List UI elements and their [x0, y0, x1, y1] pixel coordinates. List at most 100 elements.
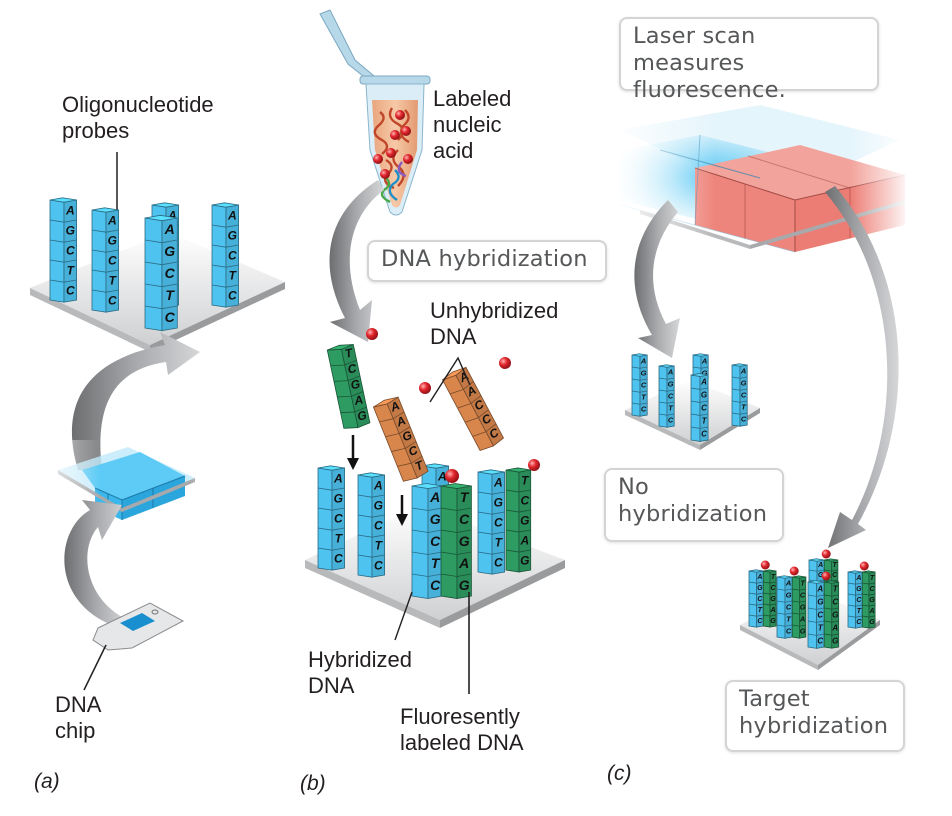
nucleotide-base: T — [702, 416, 708, 425]
probe-columns-target-hybridization: AGCTCTCGAGAGCTCTCGAGAGCTCTCGAGAGCTCTCGAG… — [748, 549, 876, 649]
nucleotide-base: A — [700, 377, 707, 386]
nucleotide-base: C — [374, 518, 383, 532]
nucleotide-base: T — [344, 345, 356, 361]
nucleotide-base: T — [870, 575, 875, 582]
nucleotide-base: A — [333, 471, 343, 485]
nucleotide-base: A — [799, 615, 805, 624]
nucleotide-base: C — [228, 248, 237, 262]
nucleotide-base: C — [741, 391, 747, 400]
nucleotide-base: C — [817, 636, 823, 645]
fluorescent-label-dot — [789, 566, 799, 576]
nucleotide-base: T — [786, 615, 792, 624]
fluorescent-label-dot — [821, 571, 831, 581]
nucleotide-base: G — [356, 408, 368, 424]
nucleotide-base: C — [459, 511, 470, 527]
nucleotide-base: T — [833, 584, 839, 593]
nucleotide-base: C — [741, 415, 747, 424]
nucleotide-base: A — [831, 623, 838, 632]
nucleotide-base: G — [800, 603, 806, 612]
hybridized-leader-line — [394, 591, 413, 641]
fluorescently-labeled-dna-label: Fluoresently labeled DNA — [400, 704, 524, 756]
nucleotide-base: T — [857, 608, 862, 615]
fluorescent-label-dot — [859, 561, 869, 571]
nucleotide-base: G — [494, 495, 503, 509]
nucleotide-base: A — [855, 575, 861, 582]
panel-c-label: (c) — [607, 762, 632, 785]
label-line: Fluoresently — [400, 704, 520, 729]
nucleotide-base: C — [108, 293, 117, 307]
fluorescent-label-dot — [499, 357, 511, 369]
nucleotide-base: T — [165, 287, 175, 303]
unhybridized-dna-label: Unhybridized DNA — [430, 298, 558, 350]
nucleotide-base: G — [701, 390, 707, 399]
target-hybridization-box: Target hybridization — [725, 680, 905, 752]
chip-leader-line — [83, 644, 107, 691]
nucleotide-base: G — [741, 379, 747, 388]
dna-chip-label: DNA chip — [55, 692, 101, 744]
label-line: Oligonucleotide — [62, 92, 214, 117]
arrow-to-target-hybridization — [825, 186, 899, 548]
nucleotide-base: C — [430, 533, 441, 549]
nucleotide-base: G — [108, 233, 117, 247]
nucleotide-base: G — [228, 228, 237, 242]
nucleotide-base: G — [818, 572, 824, 579]
nucleotide-base: C — [346, 361, 358, 377]
nucleotide-base: G — [770, 618, 776, 625]
box-line: fluorescence. — [633, 77, 786, 103]
fluorescent-label-dot — [821, 549, 831, 559]
unhybridized-leader-line — [429, 356, 471, 403]
nucleotide-base: G — [800, 627, 806, 636]
nucleotide-base: C — [856, 619, 862, 626]
nucleotide-base: T — [109, 273, 118, 287]
nucleotide-base: A — [107, 213, 117, 227]
nucleotide-base: G — [641, 369, 647, 378]
fluorescent-label-dot — [419, 382, 431, 394]
nucleotide-base: T — [818, 623, 824, 632]
arrow-to-no-hybridization — [634, 200, 680, 358]
nucleotide-base: T — [741, 403, 747, 412]
panel-b-label: (b) — [300, 772, 326, 795]
nucleotide-base: C — [701, 429, 707, 438]
nucleotide-base: C — [701, 403, 707, 412]
nucleotide-base: T — [229, 268, 238, 282]
nucleotide-base: A — [164, 221, 175, 237]
nucleotide-base: C — [757, 596, 763, 603]
nucleotide-base: A — [429, 489, 440, 505]
nucleotide-base: A — [816, 584, 823, 593]
nucleotide-base: G — [459, 577, 470, 593]
nucleotide-base: C — [334, 511, 343, 525]
nucleotide-base: C — [108, 253, 117, 267]
nucleotide-base: C — [641, 405, 647, 414]
label-line: Unhybridized — [430, 298, 559, 323]
nucleotide-base: T — [460, 489, 470, 505]
nucleotide-base: C — [165, 265, 176, 281]
label-line: DNA — [308, 673, 355, 698]
nucleotide-base: G — [459, 533, 470, 549]
nucleotide-base: T — [521, 473, 530, 487]
nucleotide-base: C — [66, 283, 75, 297]
nucleotide-base: T — [800, 579, 806, 588]
label-line: Hybridized — [308, 647, 412, 672]
nucleotide-base: C — [165, 309, 176, 325]
nucleotide-base: T — [67, 263, 76, 277]
fluorescent-label-dot — [528, 459, 540, 471]
nucleotide-base: G — [520, 553, 529, 567]
